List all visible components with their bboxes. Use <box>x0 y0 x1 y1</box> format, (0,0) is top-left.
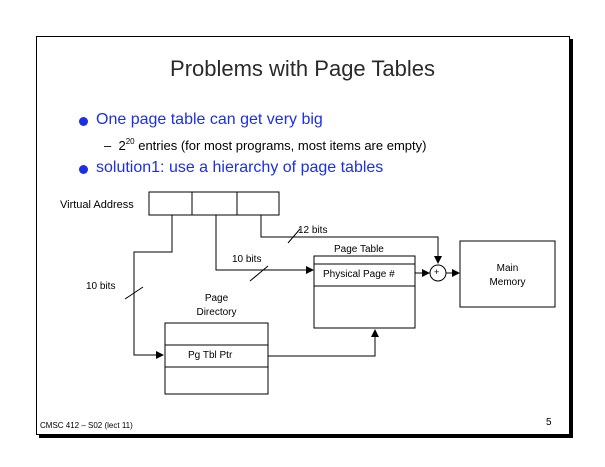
bits-tick <box>124 286 144 300</box>
bullet-dot <box>79 117 88 126</box>
directory-index-arrow <box>133 215 173 359</box>
power-base: 2 <box>118 138 126 153</box>
bullet-dot <box>79 165 88 174</box>
page-directory-line-2: Directory <box>196 307 237 318</box>
slide-title: Problems with Page Tables <box>170 56 435 81</box>
footer-course: CMSC 412 – S02 (lect 11) <box>40 421 133 430</box>
slide-frame <box>36 36 570 435</box>
page-table-title: Page Table <box>334 244 384 255</box>
main-memory-line-1: Main <box>496 263 519 274</box>
sub-bullet: – 220 entries (for most programs, most i… <box>104 137 426 153</box>
virtual-address-label: Virtual Address <box>60 199 134 211</box>
offset-arrow <box>260 215 442 264</box>
offset-bits-label: 12 bits <box>298 225 328 236</box>
power-exponent: 20 <box>125 137 135 146</box>
footer-page-number: 5 <box>546 417 552 428</box>
page-directory-label: Page Directory <box>165 292 268 320</box>
directory-bits-label: 10 bits <box>86 281 116 292</box>
page-table-box <box>313 255 416 329</box>
table-pointer-arrow <box>268 329 379 357</box>
bits-tick <box>249 265 269 282</box>
virtual-address-box <box>148 191 280 216</box>
pg-tbl-ptr-label: Pg Tbl Ptr <box>188 350 233 361</box>
sub-bullet-dash: – <box>104 138 112 153</box>
main-memory-box <box>459 240 556 308</box>
page-directory-box <box>164 322 269 395</box>
table-index-arrow <box>215 215 314 274</box>
adder-plus: + <box>434 267 440 277</box>
main-memory-line-2: Memory <box>489 277 526 288</box>
main-memory-label: Main Memory <box>460 262 555 290</box>
bits-tick <box>287 228 301 244</box>
bullet-1: One page table can get very big <box>96 111 323 128</box>
table-bits-label: 10 bits <box>232 254 262 265</box>
physical-page-label: Physical Page # <box>323 269 395 280</box>
bullet-2: solution1: use a hierarchy of page table… <box>96 159 384 176</box>
sub-bullet-text: entries (for most programs, most items a… <box>134 138 427 153</box>
page-directory-line-1: Page <box>204 293 229 304</box>
